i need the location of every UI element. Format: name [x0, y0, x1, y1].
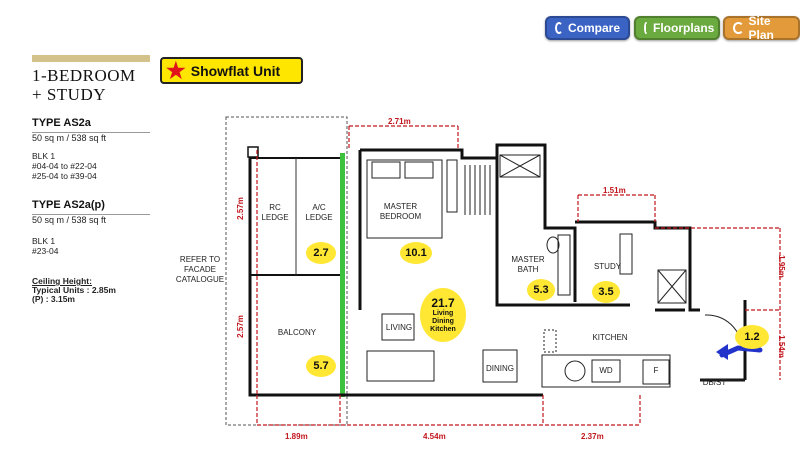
- floorplans-label: Floorplans: [653, 21, 715, 35]
- refresh-icon: [555, 22, 563, 34]
- site-plan-button[interactable]: Site Plan: [723, 14, 800, 42]
- fridge-label: F: [653, 366, 659, 375]
- showflat-badge: ★ Showflat Unit: [160, 57, 303, 84]
- living-dining-area: 21.7: [431, 296, 455, 310]
- unit-title: 1-BEDROOM + STUDY: [32, 66, 136, 104]
- dbst-label: DB/ST: [702, 378, 727, 387]
- washer-dryer-label: WD: [599, 366, 613, 375]
- type-units: #25-04 to #39-04: [32, 171, 97, 181]
- entry-area-badge: 1.2: [735, 325, 769, 349]
- ceiling-label: Ceiling Height:: [32, 276, 92, 286]
- master-bath-label: MASTER BATH: [511, 255, 545, 274]
- type-blk: BLK 1: [32, 151, 56, 161]
- showflat-label: Showflat Unit: [190, 62, 281, 79]
- master-bedroom-label: MASTER BEDROOM: [379, 202, 422, 221]
- site-plan-label: Site Plan: [748, 14, 774, 42]
- master-bedroom-area-badge: 10.1: [400, 242, 432, 264]
- living-label: LIVING: [385, 323, 413, 332]
- dimension-bottom-balcony: 1.89m: [285, 432, 308, 441]
- floorplans-button[interactable]: Floorplans: [634, 16, 720, 40]
- dimension-left-upper: 2.57m: [235, 197, 245, 220]
- ac-ledge-label: A/C LEDGE: [305, 203, 333, 222]
- dimension-top-bedroom: 2.71m: [388, 117, 411, 126]
- kitchen-label: KITCHEN: [592, 333, 628, 342]
- dimension-top-study: 1.51m: [603, 186, 626, 195]
- unit-title-line1: 1-BEDROOM: [32, 66, 136, 85]
- unit-title-line2: + STUDY: [32, 85, 107, 104]
- divider: [32, 214, 150, 215]
- ledge-area-badge: 2.7: [306, 242, 336, 264]
- master-bath-area-badge: 5.3: [527, 279, 555, 301]
- dimension-left-lower: 2.57m: [235, 315, 245, 338]
- ceiling-typical: Typical Units : 2.85m: [32, 285, 116, 295]
- balcony-area-badge: 5.7: [306, 355, 336, 377]
- living-dining-area-label: Living Dining Kitchen: [430, 310, 456, 333]
- dimension-bottom-living: 4.54m: [423, 432, 446, 441]
- type-name: TYPE AS2a: [32, 117, 91, 129]
- study-label: STUDY: [593, 262, 622, 271]
- living-dining-area-badge: 21.7 Living Dining Kitchen: [420, 288, 466, 342]
- study-area-badge: 3.5: [592, 281, 620, 303]
- type-units: #23-04: [32, 246, 59, 256]
- facade-note: REFER TO FACADE CATALOGUE: [175, 255, 225, 284]
- compare-label: Compare: [567, 21, 620, 35]
- dimension-right-lower: 1.54m: [776, 335, 786, 358]
- rc-ledge-label: RC LEDGE: [261, 203, 289, 222]
- ceiling-p: (P) : 3.15m: [32, 294, 75, 304]
- title-accent-bar: [32, 55, 150, 62]
- type-area: 50 sq m / 538 sq ft: [32, 133, 107, 143]
- dimension-bottom-kitchen: 2.37m: [581, 432, 604, 441]
- type-area: 50 sq m / 538 sq ft: [32, 215, 107, 225]
- star-icon: ★: [166, 57, 186, 83]
- balcony-label: BALCONY: [277, 328, 317, 337]
- dimension-right-upper: 1.95m: [776, 255, 786, 278]
- divider: [32, 132, 150, 133]
- type-blk: BLK 1: [32, 236, 56, 246]
- type-units: #04-04 to #22-04: [32, 161, 97, 171]
- type-name: TYPE AS2a(p): [32, 199, 105, 211]
- dining-label: DINING: [486, 364, 514, 373]
- compare-button[interactable]: Compare: [545, 16, 630, 40]
- refresh-icon: [733, 22, 744, 34]
- refresh-icon: [644, 22, 648, 34]
